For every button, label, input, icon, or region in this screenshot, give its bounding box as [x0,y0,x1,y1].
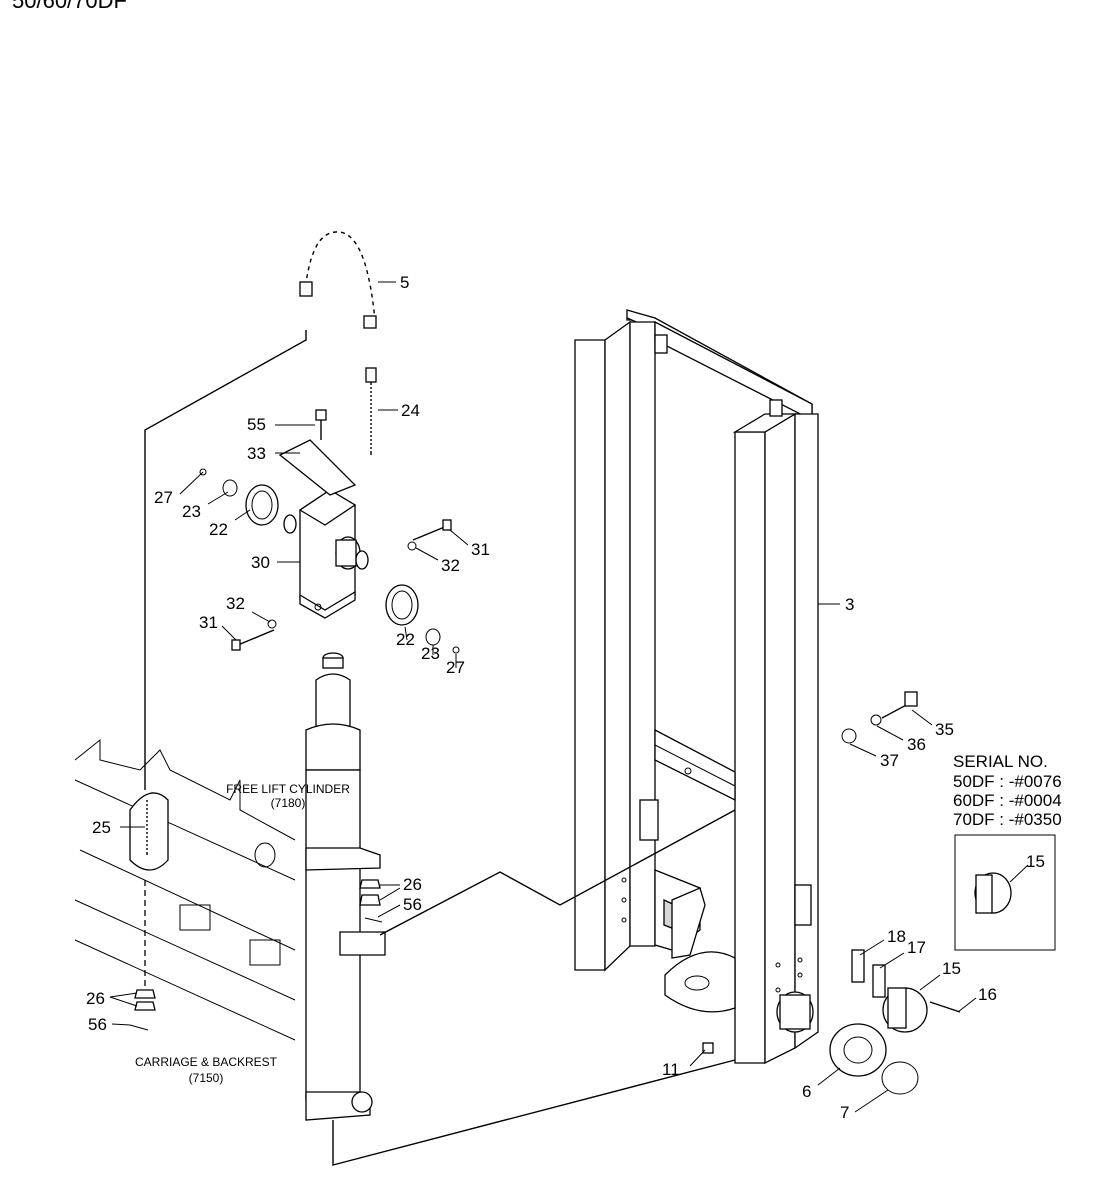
part-number-25: 25 [92,818,111,837]
serial-line-3: 70DF : -#0350 [953,810,1062,829]
leader-chain-left [144,330,307,790]
part-number-31b: 31 [199,613,218,632]
free-lift-cylinder-code: (7180) [271,796,306,810]
model-header: 50/60/70DF [12,0,127,13]
part-number-56b: 56 [88,1015,107,1034]
part-number-5: 5 [400,273,409,292]
snap-ring [881,1061,919,1095]
part-number-37: 37 [880,751,899,770]
part-number-3: 3 [845,595,854,614]
sheave-bracket [278,409,369,619]
part-number-56a: 56 [403,895,422,914]
part-number-23b: 23 [421,644,440,663]
carriage-backrest-caption: CARRIAGE & BACKREST [135,1055,278,1069]
part-number-16: 16 [978,985,997,1004]
part-number-11: 11 [662,1060,680,1079]
sheave-left [245,484,279,526]
free-lift-cylinder [305,652,386,1121]
bolt-lower [231,619,277,651]
clip-right [452,646,460,654]
part-number-22b: 22 [396,630,415,649]
part-number-7: 7 [840,1103,849,1122]
carriage-backrest-code: (7150) [189,1071,224,1085]
part-number-55: 55 [247,415,266,434]
bolt-upper [407,519,452,551]
part-number-18: 18 [887,927,906,946]
part-number-30: 30 [251,553,270,572]
mast-left-rail [574,339,606,971]
mast-right-rail [734,431,766,1064]
part-number-22a: 22 [209,520,228,539]
serial-title: SERIAL NO. [953,752,1048,771]
part-number-33: 33 [247,444,266,463]
serial-line-1: 50DF : -#0076 [953,772,1062,791]
part-number-15a: 15 [942,959,961,978]
leader-lines [109,281,977,1113]
part-number-27b: 27 [446,658,465,677]
part-number-24: 24 [401,401,420,420]
mast-assembly [574,309,819,1065]
serial-inset: SERIAL NO. 50DF : -#0076 60DF : -#0004 7… [953,752,1062,951]
part-number-26a: 26 [403,875,422,894]
leader-bracket [379,809,736,936]
part-number-32a: 32 [441,556,460,575]
snap-ring-right [425,628,441,646]
serial-line-2: 60DF : -#0004 [953,791,1062,810]
part-number-31a: 31 [471,540,490,559]
part-number-26b: 26 [86,989,105,1008]
snap-ring-left [222,479,238,497]
part-number-32b: 32 [226,594,245,613]
chain-anchor-bolt [365,367,377,455]
sheave-right [385,584,419,626]
clip-left [199,468,207,476]
part-number-27a: 27 [154,488,173,507]
part-number-36: 36 [907,735,926,754]
part-number-35: 35 [935,720,954,739]
tilt-pivot-assembly [702,691,961,1095]
part-number-6: 6 [802,1082,811,1101]
serial-inset-box [954,834,1056,951]
free-lift-cylinder-caption: FREE LIFT CYLINDER [226,782,350,796]
bearing [829,1023,887,1077]
carriage-backrest-outline [74,738,296,1041]
part-number-15b: 15 [1026,852,1045,871]
lift-chain [299,230,377,329]
leader-bottom [332,1059,736,1166]
part-number-23a: 23 [182,502,201,521]
part-number-17: 17 [907,938,926,957]
